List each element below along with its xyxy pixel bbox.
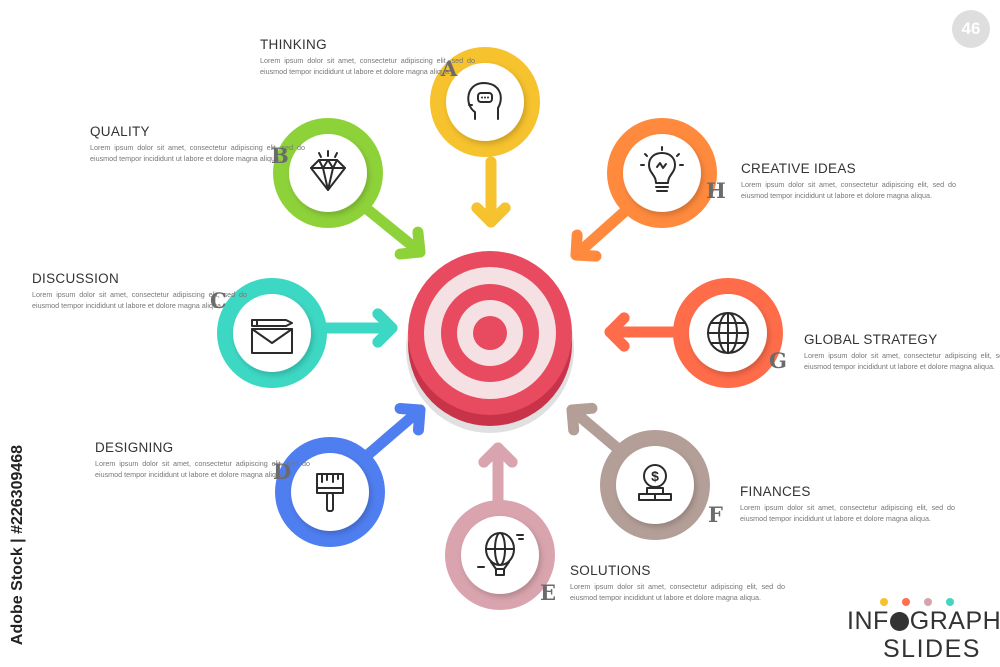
brand-dot	[946, 598, 954, 606]
step-h-circle	[607, 118, 717, 228]
envelope-icon	[251, 319, 293, 354]
step-g-letter: G	[769, 348, 787, 373]
step-h-block: CREATIVE IDEAS Lorem ipsum dolor sit ame…	[741, 161, 956, 201]
step-a-block: THINKING Lorem ipsum dolor sit amet, con…	[260, 37, 475, 77]
step-b-text: Lorem ipsum dolor sit amet, consectetur …	[90, 143, 305, 163]
watermark-text: Adobe Stock | #226309468	[9, 444, 26, 646]
step-d-arrow	[358, 402, 426, 464]
step-g-arrow	[604, 312, 682, 352]
diamond-icon	[310, 150, 346, 191]
hot-air-balloon-icon	[477, 532, 524, 576]
globe-icon	[707, 312, 749, 354]
paintbrush-icon	[316, 473, 344, 512]
step-b-arrow	[356, 199, 426, 260]
step-d-letter: D	[273, 459, 292, 484]
step-d-text: Lorem ipsum dolor sit amet, consectetur …	[95, 459, 310, 479]
step-a-text: Lorem ipsum dolor sit amet, consectetur …	[260, 56, 475, 76]
step-g-block: GLOBAL STRATEGY Lorem ipsum dolor sit am…	[804, 332, 1000, 372]
svg-text:$: $	[651, 468, 659, 484]
step-e-title: SOLUTIONS	[570, 563, 651, 578]
step-c-letter: C	[210, 288, 227, 313]
step-c-arrow	[319, 308, 398, 348]
step-a-circle	[430, 47, 540, 157]
step-c-title: DISCUSSION	[32, 271, 120, 286]
step-c-circle	[217, 278, 327, 388]
step-a-title: THINKING	[260, 37, 327, 52]
step-e-circle	[445, 500, 555, 610]
brand-line-1: INFGRAPHIC	[847, 607, 1000, 635]
brand-line-2: SLIDES	[883, 635, 981, 663]
step-h-arrow	[570, 199, 638, 262]
step-b-title: QUALITY	[90, 124, 150, 139]
pie-chart-icon	[889, 612, 909, 631]
brand-dot	[880, 598, 888, 606]
step-f-block: FINANCES Lorem ipsum dolor sit amet, con…	[740, 484, 955, 524]
step-e-block: SOLUTIONS Lorem ipsum dolor sit amet, co…	[570, 563, 785, 603]
step-a-arrow	[471, 156, 511, 228]
step-f-arrow	[566, 402, 629, 459]
step-c-text: Lorem ipsum dolor sit amet, consectetur …	[32, 290, 247, 310]
step-b-block: QUALITY Lorem ipsum dolor sit amet, cons…	[90, 124, 305, 164]
step-f-circle: $	[600, 430, 710, 540]
coin-stack-icon: $	[638, 464, 672, 501]
brand-dots	[880, 593, 968, 611]
step-b-circle	[273, 118, 383, 228]
step-f-title: FINANCES	[740, 484, 811, 499]
brand-dot	[924, 598, 932, 606]
step-g-text: Lorem ipsum dolor sit amet, consectetur …	[804, 351, 1000, 371]
brand-dot	[902, 598, 910, 606]
step-c-block: DISCUSSION Lorem ipsum dolor sit amet, c…	[32, 271, 247, 311]
step-d-title: DESIGNING	[95, 440, 174, 455]
step-h-title: CREATIVE IDEAS	[741, 161, 856, 176]
step-f-letter: F	[708, 502, 723, 527]
stock-watermark: Adobe Stock | #226309468	[4, 430, 32, 660]
slide-number-badge: 46	[952, 10, 990, 48]
step-g-title: GLOBAL STRATEGY	[804, 332, 938, 347]
step-f-text: Lorem ipsum dolor sit amet, consectetur …	[740, 503, 955, 523]
step-e-text: Lorem ipsum dolor sit amet, consectetur …	[570, 582, 785, 602]
step-a-letter: A	[441, 56, 458, 81]
target-icon	[406, 251, 574, 433]
step-h-text: Lorem ipsum dolor sit amet, consectetur …	[741, 180, 956, 200]
step-g-circle	[673, 278, 783, 388]
step-b-letter: B	[271, 143, 289, 168]
step-d-circle	[275, 437, 385, 547]
lightbulb-icon	[640, 146, 684, 192]
step-e-letter: E	[540, 580, 557, 605]
step-d-block: DESIGNING Lorem ipsum dolor sit amet, co…	[95, 440, 310, 480]
step-e-arrow	[478, 442, 518, 514]
head-icon	[467, 82, 502, 120]
step-h-letter: H	[706, 178, 726, 203]
